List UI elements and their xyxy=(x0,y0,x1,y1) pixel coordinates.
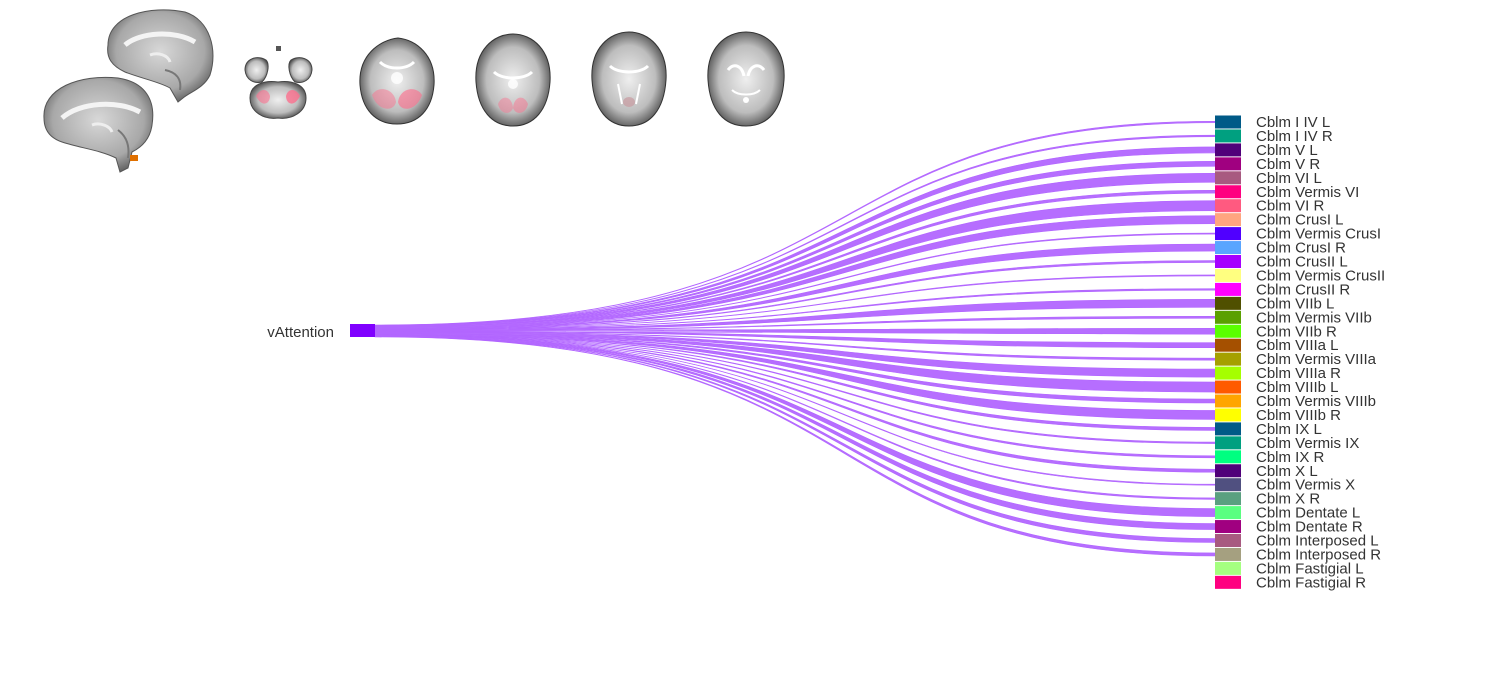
target-node-bar xyxy=(1215,115,1241,129)
axial-view-5 xyxy=(707,31,785,127)
target-node-bar xyxy=(1215,310,1241,324)
target-node-label: Cblm CrusI R xyxy=(1256,240,1346,257)
target-node-label: Cblm Vermis CrusII xyxy=(1256,267,1385,284)
target-node-bar xyxy=(1215,324,1241,338)
target-node-bar xyxy=(1215,492,1241,506)
target-node-bar xyxy=(1215,520,1241,534)
axial-view-4 xyxy=(591,31,667,127)
target-node-bar xyxy=(1215,380,1241,394)
flow-ribbons xyxy=(374,120,1216,557)
target-node-label: Cblm IX R xyxy=(1256,449,1325,466)
target-node-bar xyxy=(1215,450,1241,464)
target-node-label: Cblm Interposed L xyxy=(1256,533,1379,550)
target-node-label: Cblm VIIIa R xyxy=(1256,365,1341,382)
target-node-label: Cblm Vermis VIIIb xyxy=(1256,393,1376,410)
brain-thumbnails xyxy=(43,9,785,173)
target-node-bar xyxy=(1215,394,1241,408)
target-node-label: Cblm VIIIb L xyxy=(1256,379,1339,396)
axial-view-2 xyxy=(359,37,435,125)
target-node-bar xyxy=(1215,227,1241,241)
target-node-label: Cblm V R xyxy=(1256,156,1320,173)
sagittal-view-lower xyxy=(43,76,154,173)
target-node-bar xyxy=(1215,185,1241,199)
target-node-label: Cblm Vermis VIIIa xyxy=(1256,351,1377,368)
target-node-bar xyxy=(1215,422,1241,436)
target-node-label: Cblm VIIb R xyxy=(1256,323,1337,340)
target-node-bar xyxy=(1215,199,1241,213)
target-node-bar xyxy=(1215,366,1241,380)
target-node-bar xyxy=(1215,464,1241,478)
target-node-bar xyxy=(1215,534,1241,547)
target-node-label: Cblm VIIIb R xyxy=(1256,407,1341,424)
target-node-label: Cblm VIIIa L xyxy=(1256,337,1339,354)
target-node-label: Cblm Fastigial L xyxy=(1256,560,1364,577)
target-node-bar xyxy=(1215,157,1241,171)
target-node-bar xyxy=(1215,338,1241,352)
target-node-label: Cblm CrusII L xyxy=(1256,254,1348,271)
target-node-bar xyxy=(1215,506,1241,520)
target-node-label: Cblm Interposed R xyxy=(1256,546,1381,563)
target-node-label: Cblm Vermis VIIb xyxy=(1256,309,1372,326)
target-node-bar xyxy=(1215,241,1241,255)
target-node-label: Cblm Vermis CrusI xyxy=(1256,226,1381,243)
target-node-label: Cblm Dentate R xyxy=(1256,519,1363,536)
target-node-bar xyxy=(1215,171,1241,185)
target-node-label: Cblm X R xyxy=(1256,491,1320,508)
source-node-bar xyxy=(350,324,375,337)
source-node: vAttention xyxy=(267,324,375,341)
target-node-bar xyxy=(1215,561,1241,575)
target-node-bar xyxy=(1215,143,1241,157)
target-node-label: Cblm I IV L xyxy=(1256,114,1330,131)
target-node-bar xyxy=(1215,478,1241,492)
target-node-label: Cblm V L xyxy=(1256,142,1318,159)
target-node-label: Cblm CrusII R xyxy=(1256,281,1350,298)
target-node-bar xyxy=(1215,255,1241,268)
target-node-label: Cblm X L xyxy=(1256,463,1318,480)
flow-ribbon xyxy=(374,146,1216,327)
target-node-label: Cblm CrusI L xyxy=(1256,212,1344,229)
cerebellum-marker xyxy=(130,155,138,161)
target-node-bar xyxy=(1215,213,1241,227)
target-node-label: Cblm VIIb L xyxy=(1256,295,1334,312)
target-node-bar xyxy=(1215,547,1241,561)
target-node-bar xyxy=(1215,296,1241,310)
target-node-label: Cblm Vermis VI xyxy=(1256,184,1359,201)
target-node-label: Cblm Dentate L xyxy=(1256,505,1360,522)
target-node-bar xyxy=(1215,436,1241,450)
target-node-label: Cblm VI L xyxy=(1256,170,1322,187)
target-node-bar xyxy=(1215,282,1241,296)
target-node-label: Cblm Vermis IX xyxy=(1256,435,1359,452)
target-node-bar xyxy=(1215,129,1241,143)
axial-view-3 xyxy=(475,33,551,127)
target-node-label: Cblm I IV R xyxy=(1256,128,1333,145)
sagittal-view-upper xyxy=(107,9,214,103)
target-node-bar xyxy=(1215,268,1241,282)
target-node-bar xyxy=(1215,408,1241,422)
target-node-bar xyxy=(1215,575,1241,589)
source-node-label: vAttention xyxy=(267,324,334,341)
target-node-label: Cblm VI R xyxy=(1256,198,1325,215)
axial-view-1 xyxy=(244,46,313,119)
target-node-label: Cblm Vermis X xyxy=(1256,477,1355,494)
flow-ribbon xyxy=(374,335,1216,530)
target-node-label: Cblm IX L xyxy=(1256,421,1322,438)
target-node-bar xyxy=(1215,352,1241,366)
target-node-label: Cblm Fastigial R xyxy=(1256,574,1366,591)
